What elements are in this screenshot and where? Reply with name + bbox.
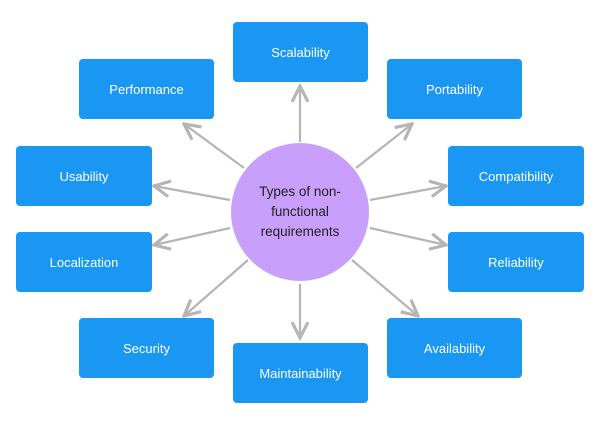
node-label: Scalability <box>271 44 330 60</box>
center-node: Types of non-functional requirements <box>231 143 369 281</box>
arrow-to-compatibility <box>369 186 446 202</box>
node-compatibility: Compatibility <box>448 146 584 206</box>
node-localization: Localization <box>16 232 152 292</box>
node-label: Usability <box>59 168 109 184</box>
node-label: Performance <box>109 81 184 97</box>
node-scalability: Scalability <box>233 22 368 82</box>
arrow-to-security <box>184 259 249 316</box>
arrow-to-localization <box>154 226 231 245</box>
node-performance: Performance <box>79 59 214 119</box>
node-availability: Availability <box>387 318 522 378</box>
node-portability: Portability <box>387 59 522 119</box>
node-reliability: Reliability <box>448 232 584 292</box>
node-label: Maintainability <box>259 365 342 381</box>
node-label: Compatibility <box>478 168 554 184</box>
center-label: Types of non-functional requirements <box>259 184 341 239</box>
arrow-to-performance <box>184 124 245 169</box>
node-label: Availability <box>423 340 486 356</box>
node-maintainability: Maintainability <box>233 343 368 403</box>
node-label: Reliability <box>488 254 544 270</box>
node-label: Security <box>123 340 170 356</box>
node-label: Localization <box>49 254 119 270</box>
arrow-to-portability <box>355 124 412 169</box>
arrow-to-usability <box>154 186 231 202</box>
node-label: Portability <box>425 81 484 97</box>
arrow-to-reliability <box>369 226 446 245</box>
arrow-to-availability <box>351 259 418 316</box>
node-usability: Usability <box>16 146 152 206</box>
node-security: Security <box>79 318 214 378</box>
